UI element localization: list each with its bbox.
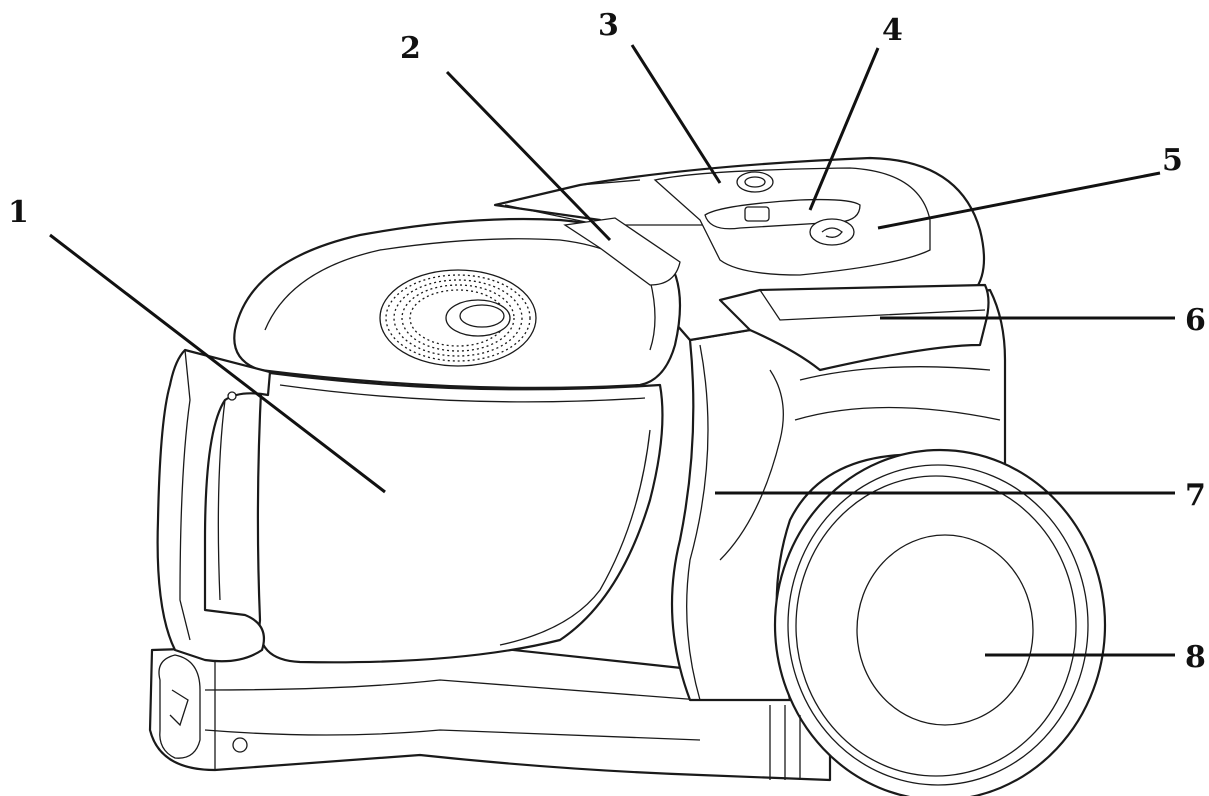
callout-5: 5 xyxy=(1162,143,1183,178)
cord-inlet xyxy=(158,654,201,759)
leader-line-2 xyxy=(445,70,612,242)
callout-4: 4 xyxy=(882,13,903,48)
callout-6: 6 xyxy=(1185,303,1206,338)
carry-handle xyxy=(718,283,990,372)
callout-2: 2 xyxy=(400,31,421,66)
leader-line-4 xyxy=(808,47,880,211)
callout-3: 3 xyxy=(598,8,619,43)
container-release-button xyxy=(563,217,681,286)
callout-8: 8 xyxy=(1185,640,1206,675)
cord-rewind-button xyxy=(809,218,855,246)
callout-7: 7 xyxy=(1185,478,1206,513)
wheel xyxy=(773,448,1107,796)
callout-numbers: 1 2 3 4 5 6 7 8 xyxy=(8,8,1206,675)
callout-1: 1 xyxy=(8,195,29,230)
callout-leaders xyxy=(49,44,1175,657)
container-handle xyxy=(156,348,272,663)
leader-line-5 xyxy=(877,171,1161,230)
leader-line-3 xyxy=(630,44,722,184)
dust-container xyxy=(256,370,664,664)
leader-line-1 xyxy=(49,233,386,494)
power-button xyxy=(736,171,774,193)
vacuum-cleaner-illustration xyxy=(148,156,1107,796)
